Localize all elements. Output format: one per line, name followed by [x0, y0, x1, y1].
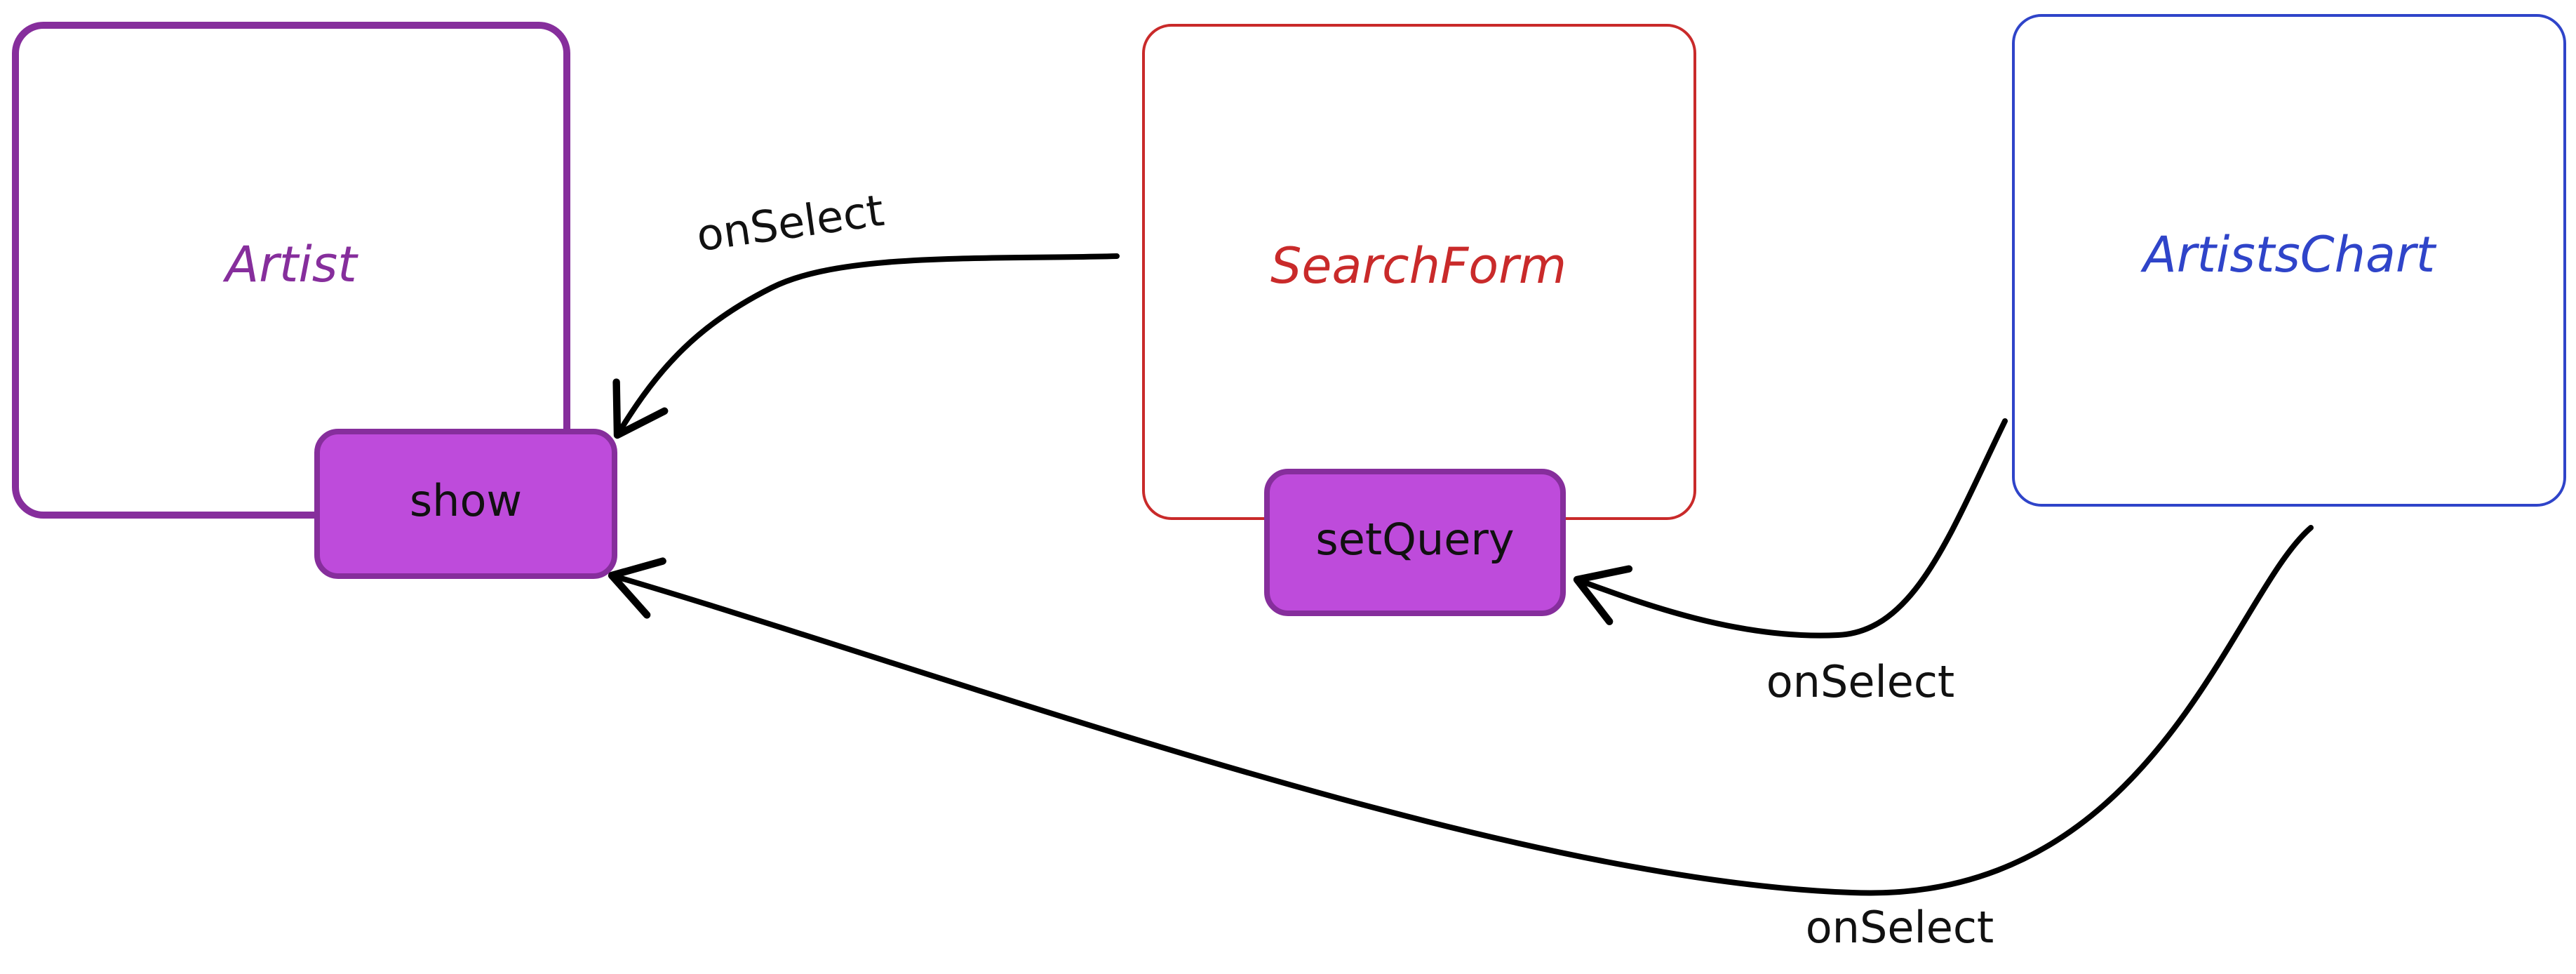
show-method-box: [317, 432, 615, 576]
edge-artistschart-to-show-label: onSelect: [1806, 902, 1994, 953]
set-query-method-label: setQuery: [1315, 514, 1514, 565]
show-method-label: show: [410, 475, 522, 526]
set-query-method-outline: [1264, 469, 1566, 616]
edge-artistschart-to-setquery-label: onSelect: [1766, 656, 1955, 707]
edge-searchform-to-show: onSelect: [612, 185, 1120, 439]
artists-chart-box: [2012, 14, 2566, 507]
edge-artistschart-to-setquery: onSelect: [1573, 418, 2008, 707]
edge-artistschart-to-setquery-path: [1573, 418, 2008, 639]
artists-chart-label: ArtistsChart: [2140, 226, 2437, 283]
edge-searchform-to-show-path: [612, 253, 1120, 439]
artist-label: Artist: [222, 236, 358, 293]
artist-node[interactable]: Artist: [12, 22, 570, 519]
show-method-outline: [314, 429, 617, 579]
search-form-label: SearchForm: [1270, 237, 1567, 295]
artist-box: [12, 22, 570, 519]
set-query-method[interactable]: setQuery: [1264, 469, 1566, 616]
edge-artistschart-to-show: onSelect: [608, 525, 2314, 953]
search-form-node[interactable]: SearchForm: [1142, 24, 1696, 520]
show-method[interactable]: show: [314, 429, 617, 579]
artists-chart-node[interactable]: ArtistsChart: [2012, 14, 2566, 507]
set-query-method-box: [1267, 472, 1563, 613]
edge-searchform-to-show-label: onSelect: [693, 185, 887, 262]
edge-artistschart-to-show-path: [608, 525, 2314, 896]
